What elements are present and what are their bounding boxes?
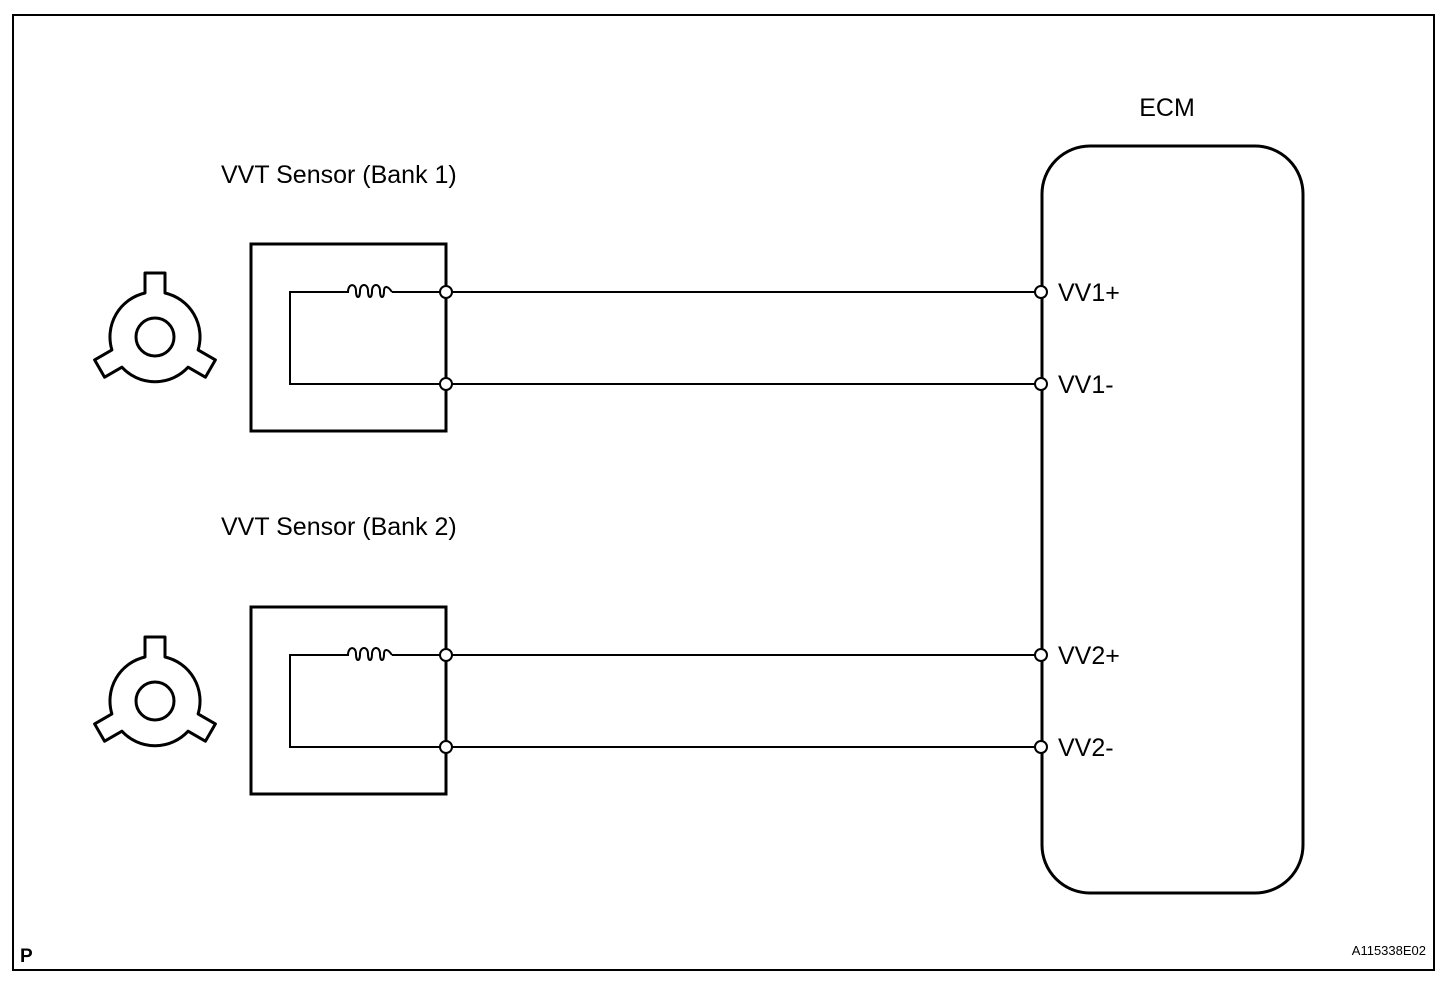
sensor-housing-bank-1 <box>249 242 448 433</box>
sensor-internal-wire-bank-1 <box>289 291 446 385</box>
ecm-box <box>1040 144 1305 895</box>
sensor-housing-bank-2 <box>249 605 448 796</box>
figure-id: A115338E02 <box>1352 943 1426 958</box>
pin-label-vv1-minus: VV1- <box>1058 371 1114 399</box>
vvt-sensor-bank-2: VVT Sensor (Bank 2) VV2+ VV2- <box>93 513 1120 796</box>
terminal-icon <box>439 285 453 299</box>
timing-rotor-icon <box>93 635 217 748</box>
ecm-block: ECM <box>1040 94 1305 895</box>
ecm-title: ECM <box>1139 94 1195 122</box>
terminal-icon <box>439 740 453 754</box>
pin-label-vv2-minus: VV2- <box>1058 734 1114 762</box>
coil-icon <box>344 647 393 661</box>
pin-label-vv1-plus: VV1+ <box>1058 279 1120 307</box>
sensor-internal-wire-bank-2 <box>289 654 446 748</box>
terminal-icon <box>439 648 453 662</box>
terminal-icon <box>1034 648 1048 662</box>
coil-icon <box>344 284 393 298</box>
terminal-icon <box>439 377 453 391</box>
corner-mark: P <box>20 946 33 967</box>
sensor-label-bank-1: VVT Sensor (Bank 1) <box>221 161 457 189</box>
terminal-icon <box>1034 285 1048 299</box>
diagram-frame <box>12 14 1435 971</box>
terminal-icon <box>1034 377 1048 391</box>
vvt-sensor-bank-1: VVT Sensor (Bank 1) VV1+ VV1- <box>93 161 1120 433</box>
terminal-icon <box>1034 740 1048 754</box>
pin-label-vv2-plus: VV2+ <box>1058 642 1120 670</box>
timing-rotor-icon <box>93 271 217 384</box>
sensor-label-bank-2: VVT Sensor (Bank 2) <box>221 513 457 541</box>
